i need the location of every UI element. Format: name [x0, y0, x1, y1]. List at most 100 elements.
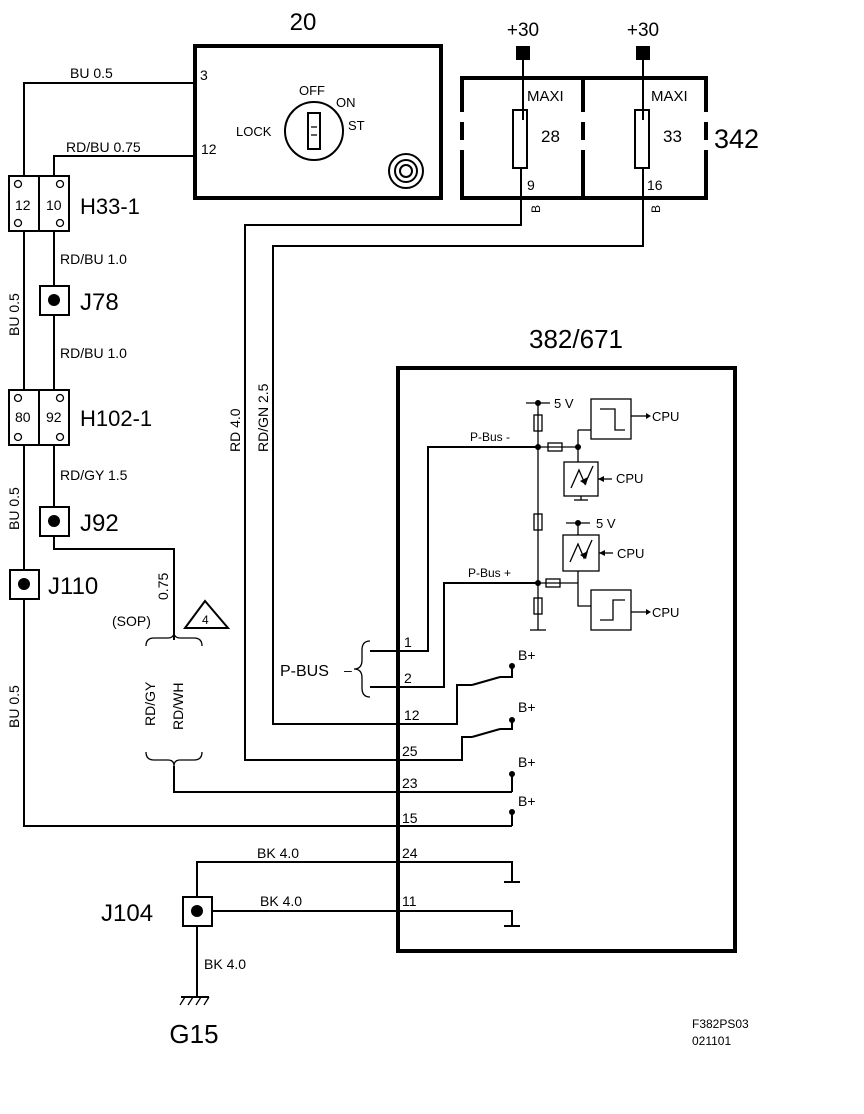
fuse-left-pin: 9	[527, 177, 535, 193]
wire-label-bu-05-c: BU 0.5	[6, 685, 22, 728]
wire-075	[53, 536, 175, 640]
module-pin-15: 15	[402, 810, 418, 826]
ground-label: G15	[169, 1019, 218, 1049]
wire-label-bu-top: BU 0.5	[70, 65, 113, 81]
module-supply-5v: 5 V	[554, 396, 574, 411]
module-pin-23: 23	[402, 775, 418, 791]
wire-label-rdgn-25: RD/GN 2.5	[255, 383, 271, 452]
fuse-right-number: 33	[663, 127, 682, 146]
note-number: 4	[202, 613, 209, 627]
fuse-supply-left: +30	[507, 20, 539, 41]
module-pin-25: 25	[402, 743, 418, 759]
fuse-box-id: 342	[714, 124, 759, 154]
connector-h102-1	[8, 389, 70, 446]
module-pin-11: 11	[402, 893, 417, 909]
module-cpu-4: CPU	[652, 605, 679, 620]
module-pbus-plus: P-Bus +	[468, 566, 511, 580]
pbus-label: P-BUS	[280, 663, 329, 680]
splice-j92-label: J92	[80, 510, 119, 537]
module-cpu-3: CPU	[617, 546, 644, 561]
fuse-supply-right: +30	[627, 20, 659, 41]
wire-bu-05-left-3	[23, 598, 512, 827]
wire-label-bu-05-b: BU 0.5	[6, 487, 22, 530]
ignition-pos-off: OFF	[299, 83, 325, 98]
ground-symbol-icon	[179, 996, 210, 1006]
wire-label-rdbu-10-a: RD/BU 1.0	[60, 251, 127, 267]
splice-j104-icon	[182, 896, 213, 927]
module-pin-1: 1	[404, 634, 412, 650]
module-pin-12: 12	[404, 707, 420, 723]
h33-pin-10: 10	[46, 197, 62, 213]
wire-rdgy-rdwh	[173, 766, 512, 793]
module-internal-circuit	[526, 398, 651, 631]
wire-bk-11	[211, 910, 513, 926]
wire-label-bu-05-a: BU 0.5	[6, 293, 22, 336]
fuse-left-type: MAXI	[527, 88, 564, 105]
fuse-right-pin: 16	[647, 177, 663, 193]
bplus-2: B+	[518, 699, 536, 715]
wire-label-bk-b: BK 4.0	[260, 893, 302, 909]
fuse-28-icon	[512, 109, 528, 169]
module-cpu-1: CPU	[652, 409, 679, 424]
sop-bracket-top	[145, 631, 203, 647]
bplus-1: B+	[518, 647, 536, 663]
splice-j78-label: J78	[80, 289, 119, 316]
ignition-pin-12: 12	[201, 141, 217, 157]
note-triangle-icon	[183, 599, 231, 629]
ignition-lamp-icon	[388, 153, 424, 189]
ignition-key-icon	[284, 101, 344, 161]
splice-j78-icon	[39, 285, 70, 316]
bplus-switches	[471, 663, 515, 826]
pbus-dash: –	[344, 662, 352, 678]
module-pbus-minus: P-Bus -	[470, 430, 510, 444]
module-supply-5v-2: 5 V	[596, 516, 616, 531]
ignition-pos-on: ON	[336, 95, 356, 110]
wire-label-rdgy: RD/GY	[142, 681, 158, 726]
fuse-right-wire-color: B	[649, 205, 663, 213]
supply-terminal-left	[516, 46, 530, 60]
fuse-left-number: 28	[541, 127, 560, 146]
wire-label-rd-40: RD 4.0	[227, 408, 243, 452]
splice-j92-icon	[39, 506, 70, 537]
bplus-4: B+	[518, 793, 536, 809]
wire-rdbu-075	[53, 155, 196, 176]
h102-pin-92: 92	[46, 409, 62, 425]
wire-bk-24	[196, 861, 513, 897]
wire-label-rdbu-075: RD/BU 0.75	[66, 139, 141, 155]
module-pin-2: 2	[404, 670, 412, 686]
pbus-brace	[353, 640, 371, 698]
splice-j110-icon	[9, 569, 40, 600]
wire-label-rdgy-15: RD/GY 1.5	[60, 467, 128, 483]
wire-label-rdwh: RD/WH	[170, 683, 186, 730]
h102-pin-80: 80	[15, 409, 31, 425]
wire-bu-top	[23, 82, 196, 176]
module-pin-24: 24	[402, 845, 418, 861]
bplus-3: B+	[518, 754, 536, 770]
module-box	[396, 366, 737, 953]
fuse-right-type: MAXI	[651, 88, 688, 105]
wire-label-bk-c: BK 4.0	[204, 956, 246, 972]
ignition-pos-lock: LOCK	[236, 124, 272, 139]
sop-bracket-bottom	[145, 751, 203, 767]
ignition-pos-st: ST	[348, 118, 365, 133]
splice-j110-label: J110	[48, 573, 98, 600]
connector-h33-1	[8, 175, 70, 232]
fuse-left-wire-color: B	[529, 205, 543, 213]
fuse-box-breaks	[456, 112, 712, 150]
h102-id: H102-1	[80, 406, 152, 431]
diagram-code: F382PS03	[692, 1017, 749, 1031]
sop-label: (SOP)	[112, 613, 151, 629]
wire-label-rdbu-10-b: RD/BU 1.0	[60, 345, 127, 361]
diagram-date: 021101	[692, 1034, 731, 1048]
supply-terminal-right	[636, 46, 650, 60]
wire-label-bk-a: BK 4.0	[257, 845, 299, 861]
splice-j104-label: J104	[101, 900, 153, 927]
module-cpu-2: CPU	[616, 471, 643, 486]
wire-label-075: 0.75	[155, 573, 171, 600]
ignition-switch-id: 20	[290, 9, 317, 36]
wire-rdgn-25	[272, 198, 644, 725]
ignition-switch-box	[193, 44, 443, 200]
h33-pin-12: 12	[15, 197, 31, 213]
module-id: 382/671	[529, 324, 623, 354]
